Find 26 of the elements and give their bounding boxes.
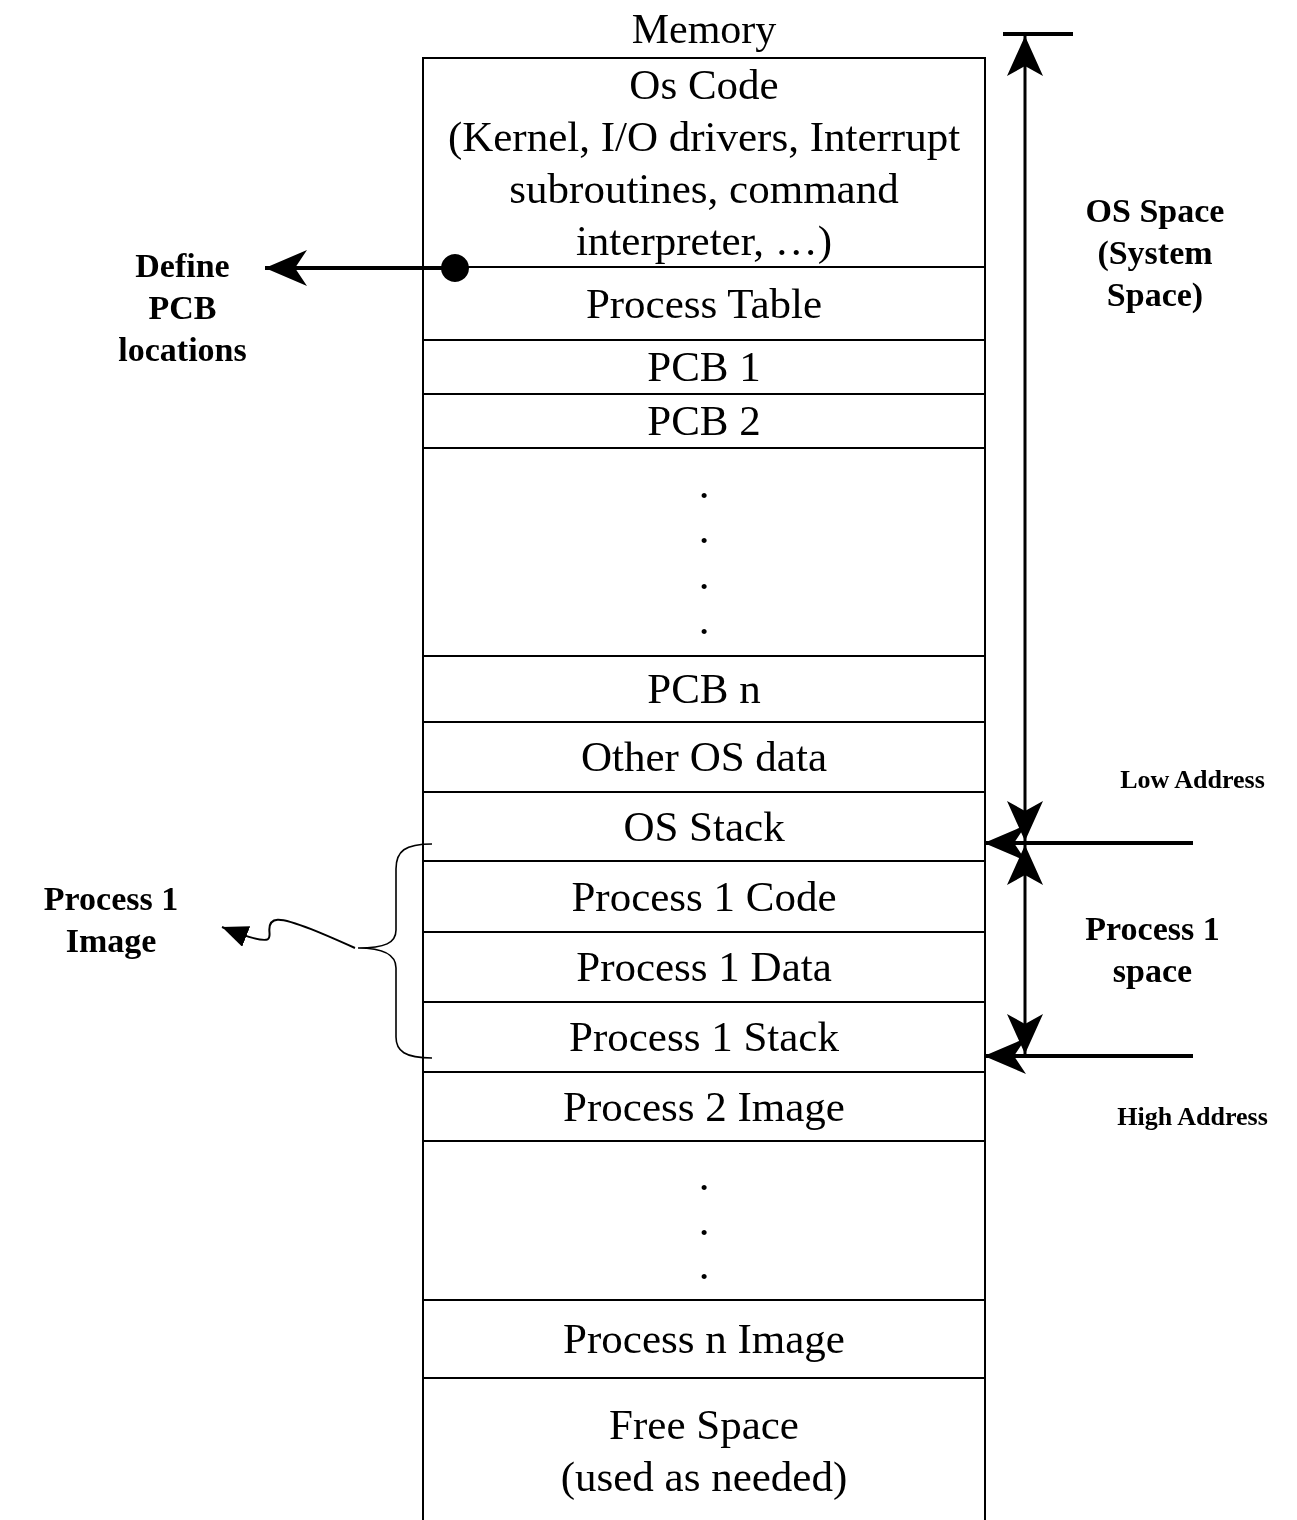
- cell-label: Process 1 Stack: [569, 1012, 839, 1062]
- cell-label: (used as needed): [560, 1451, 848, 1502]
- arrow: [984, 825, 1193, 861]
- region-label: OS Space (System Space): [1084, 191, 1226, 315]
- cell-label: Free Space: [609, 1399, 799, 1450]
- callout-label: Process 1 Image: [42, 879, 180, 961]
- cell-label: Process n Image: [563, 1314, 845, 1364]
- cell-label: PCB 2: [647, 396, 761, 446]
- column-title: Memory: [630, 5, 778, 54]
- cell-label: Process 2 Image: [563, 1081, 845, 1132]
- cell-label: PCB n: [647, 664, 761, 714]
- cell-label: Process 1 Data: [576, 942, 832, 992]
- callout-label: Define PCB locations: [117, 245, 248, 370]
- region-label: Process 1 space: [1084, 909, 1221, 991]
- cell-label: Os Code: [629, 59, 779, 110]
- address-label: High Address: [1116, 1102, 1269, 1132]
- cell-label: OS Stack: [623, 801, 785, 852]
- cell-label: PCB 1: [647, 342, 761, 392]
- cell-label: Process 1 Code: [571, 871, 837, 922]
- cell-label: Other OS data: [581, 732, 827, 782]
- arrow: [984, 1038, 1193, 1074]
- cell-label: Process Table: [585, 278, 823, 329]
- cell-label: (Kernel, I/O drivers, Interrupt subroutines, command interpreter, …): [446, 111, 962, 266]
- address-label: Low Address: [1119, 765, 1266, 795]
- arrow: [265, 250, 469, 286]
- arrow: [221, 918, 356, 949]
